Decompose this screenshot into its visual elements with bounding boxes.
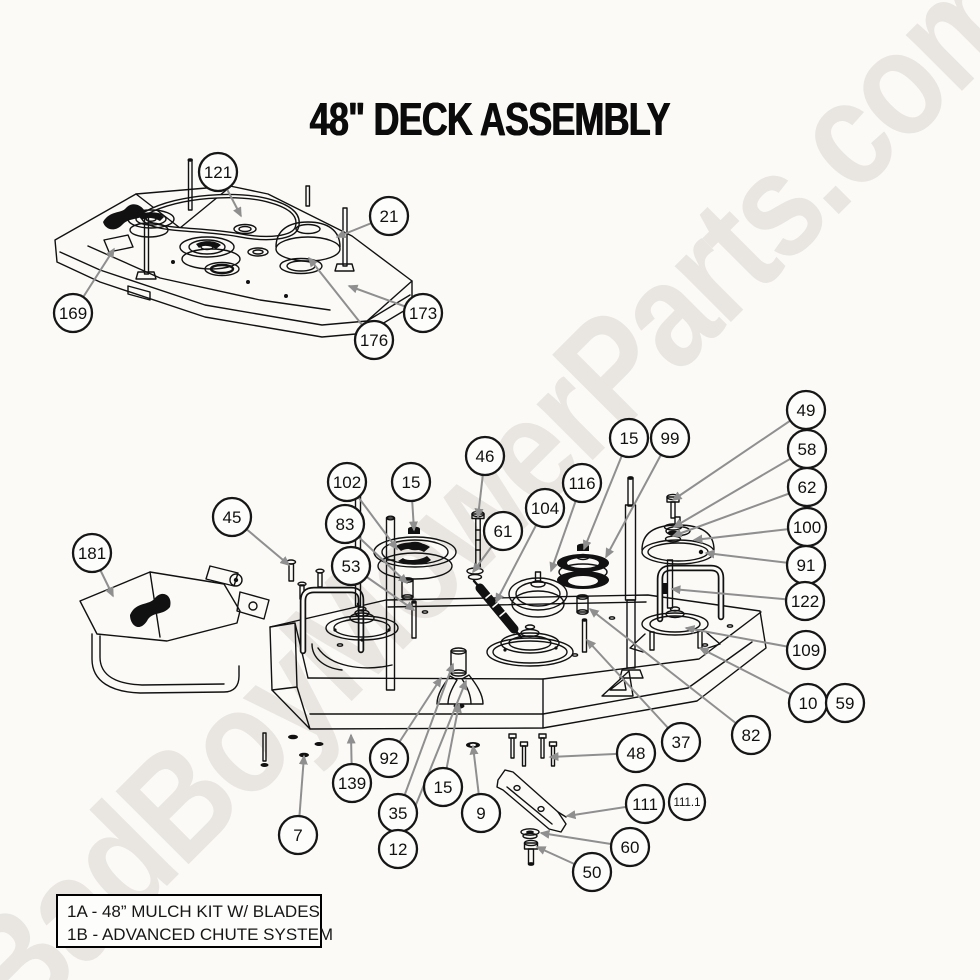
svg-text:111.1: 111.1	[673, 797, 700, 809]
assembled-deck-drawing	[54, 158, 413, 338]
svg-text:92: 92	[380, 749, 399, 768]
svg-text:181: 181	[78, 544, 106, 563]
svg-text:111: 111	[632, 795, 658, 814]
callout-15[interactable]: 15	[422, 766, 464, 808]
page-title: 48" DECK ASSEMBLY	[310, 93, 671, 145]
legend-line: 1A - 48” MULCH KIT W/ BLADES	[67, 902, 320, 921]
svg-text:45: 45	[223, 508, 242, 527]
svg-text:139: 139	[338, 774, 366, 793]
callout-10[interactable]: 10	[787, 682, 829, 724]
svg-text:37: 37	[672, 733, 691, 752]
callout-173[interactable]: 173	[402, 292, 444, 334]
callout-100[interactable]: 100	[786, 506, 828, 548]
callout-9[interactable]: 9	[460, 792, 502, 834]
leader-109	[684, 625, 807, 651]
leader-37	[585, 638, 682, 743]
svg-text:176: 176	[360, 331, 388, 350]
svg-text:173: 173	[409, 304, 437, 323]
callout-49[interactable]: 49	[785, 389, 827, 431]
svg-text:35: 35	[389, 804, 408, 823]
callout-46[interactable]: 46	[464, 435, 506, 477]
callout-99[interactable]: 99	[649, 417, 691, 459]
callout-121[interactable]: 121	[197, 151, 239, 193]
svg-text:169: 169	[59, 304, 87, 323]
callout-181[interactable]: 181	[71, 532, 113, 574]
callout-104[interactable]: 104	[524, 487, 566, 529]
svg-text:60: 60	[621, 838, 640, 857]
svg-text:121: 121	[204, 163, 232, 182]
svg-text:109: 109	[792, 641, 820, 660]
legend-box: 1A - 48” MULCH KIT W/ BLADES 1B - ADVANC…	[56, 894, 334, 948]
svg-text:7: 7	[293, 826, 302, 845]
svg-text:46: 46	[476, 447, 495, 466]
callout-102[interactable]: 102	[326, 461, 368, 503]
callout-176[interactable]: 176	[353, 319, 395, 361]
svg-text:53: 53	[342, 557, 361, 576]
leader-122	[670, 585, 806, 602]
callout-7[interactable]: 7	[277, 814, 319, 856]
callout-53[interactable]: 53	[330, 545, 372, 587]
svg-text:58: 58	[798, 440, 817, 459]
svg-text:15: 15	[402, 473, 421, 492]
svg-text:100: 100	[793, 518, 821, 537]
svg-text:49: 49	[797, 401, 816, 420]
leader-82	[588, 608, 752, 736]
callout-45[interactable]: 45	[211, 496, 253, 538]
leader-35	[397, 662, 455, 814]
callout-111[interactable]: 111	[624, 783, 666, 825]
svg-text:116: 116	[568, 474, 595, 493]
svg-text:61: 61	[494, 522, 513, 541]
svg-text:104: 104	[531, 499, 559, 518]
svg-text:91: 91	[797, 556, 816, 575]
callout-122[interactable]: 122	[784, 580, 826, 622]
svg-text:59: 59	[836, 694, 855, 713]
svg-text:102: 102	[333, 473, 361, 492]
svg-text:83: 83	[336, 515, 355, 534]
callout-91[interactable]: 91	[785, 544, 827, 586]
chute-assembly-drawing	[79, 559, 325, 694]
callout-21[interactable]: 21	[368, 195, 410, 237]
leader-10	[698, 647, 809, 704]
callout-60[interactable]: 60	[609, 826, 651, 868]
svg-text:62: 62	[798, 478, 817, 497]
svg-text:15: 15	[620, 429, 639, 448]
callout-15[interactable]: 15	[390, 461, 432, 503]
svg-text:15: 15	[434, 778, 453, 797]
svg-text:99: 99	[661, 429, 680, 448]
callout-62[interactable]: 62	[786, 466, 828, 508]
callout-58[interactable]: 58	[786, 428, 828, 470]
svg-text:12: 12	[389, 840, 408, 859]
callout-35[interactable]: 35	[377, 792, 419, 834]
callout-92[interactable]: 92	[368, 737, 410, 779]
svg-text:10: 10	[799, 694, 818, 713]
leader-58	[672, 448, 808, 528]
callout-82[interactable]: 82	[730, 714, 772, 756]
svg-text:9: 9	[476, 804, 485, 823]
svg-text:82: 82	[742, 726, 761, 745]
svg-text:50: 50	[583, 863, 602, 882]
leader-62	[671, 486, 808, 538]
callout-83[interactable]: 83	[324, 503, 366, 545]
callout-15[interactable]: 15	[608, 417, 650, 459]
callout-169[interactable]: 169	[52, 292, 94, 334]
callout-50[interactable]: 50	[571, 851, 613, 893]
callout-139[interactable]: 139	[331, 762, 373, 804]
svg-text:122: 122	[791, 592, 819, 611]
leader-99	[605, 437, 671, 559]
callout-59[interactable]: 59	[824, 682, 866, 724]
leader-arrows	[72, 171, 809, 873]
callout-61[interactable]: 61	[482, 510, 524, 552]
callout-116[interactable]: 116	[561, 462, 603, 504]
callout-12[interactable]: 12	[377, 828, 419, 870]
svg-text:21: 21	[380, 207, 399, 226]
svg-text:48: 48	[627, 744, 646, 763]
leader-49	[671, 409, 807, 501]
callout-48[interactable]: 48	[615, 732, 657, 774]
callout-111.1[interactable]: 111.1	[667, 782, 707, 822]
callout-37[interactable]: 37	[660, 721, 702, 763]
legend-line: 1B - ADVANCED CHUTE SYSTEM	[67, 925, 334, 944]
callout-109[interactable]: 109	[785, 629, 827, 671]
